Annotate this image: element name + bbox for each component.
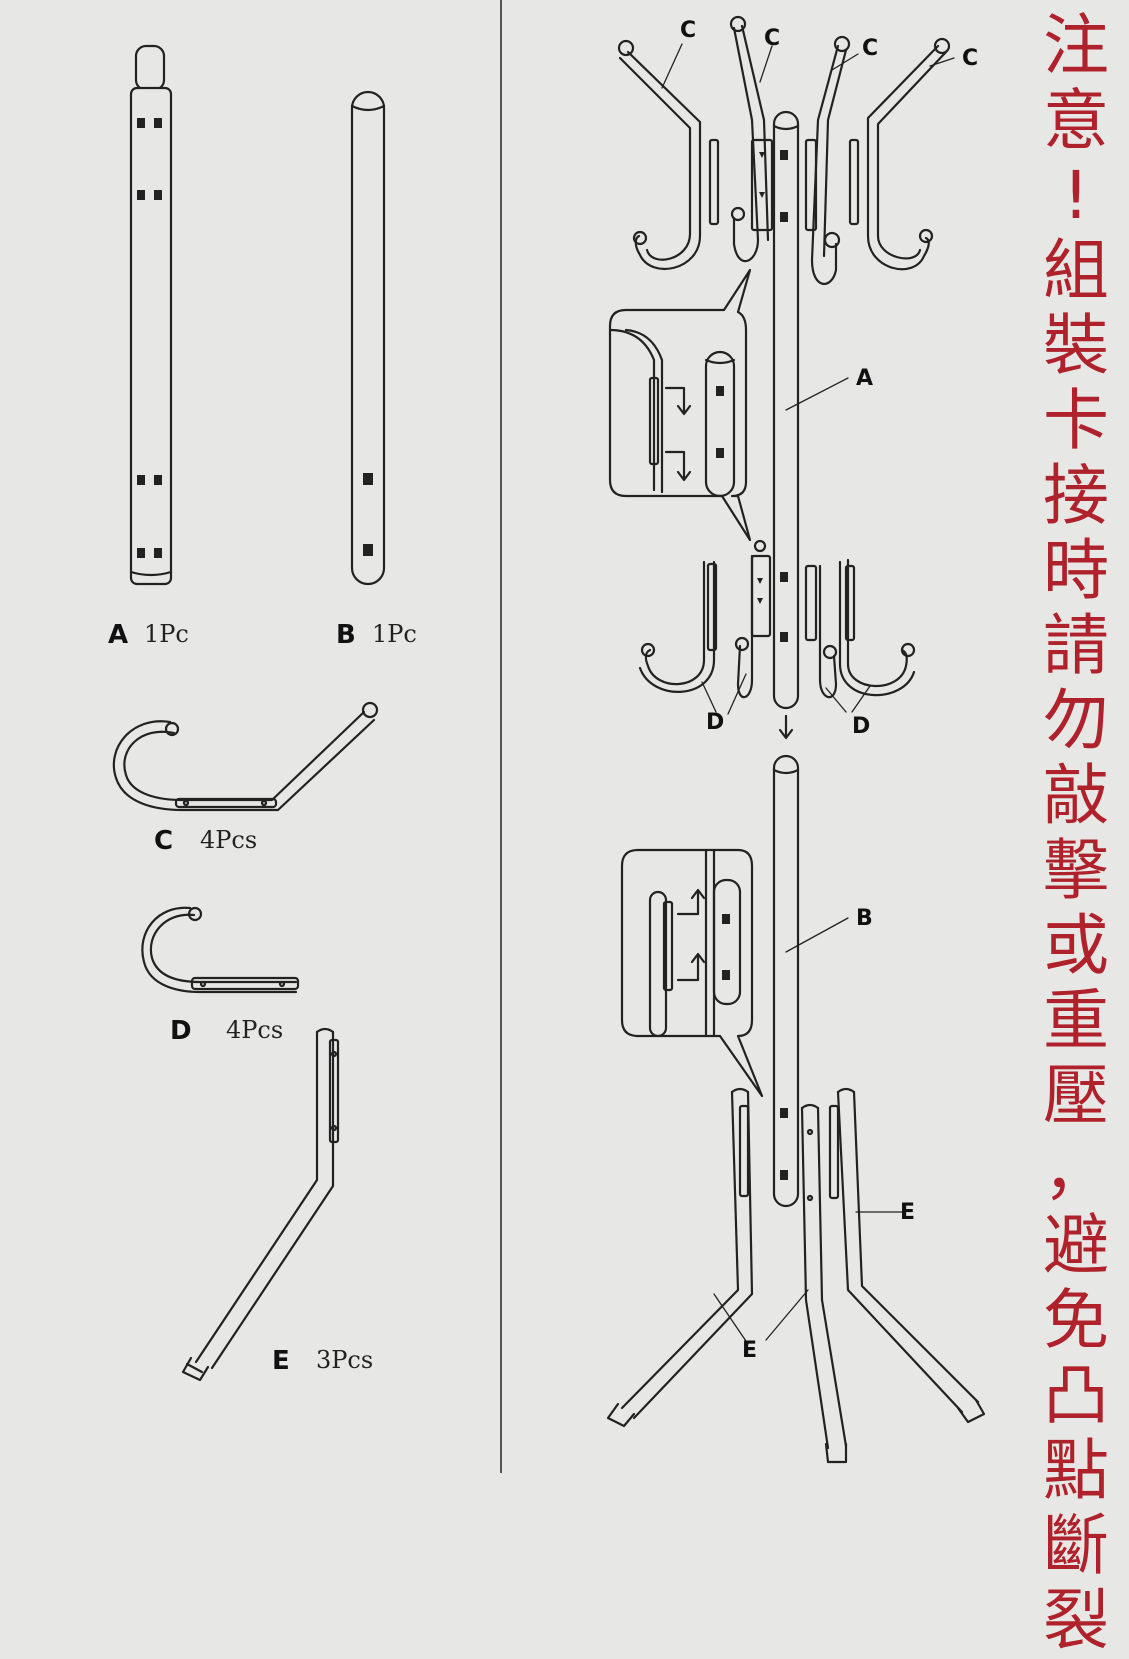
- zoom-detail-lower: [620, 848, 764, 1098]
- part-b-letter: B: [336, 620, 356, 650]
- warning-char: 意: [1043, 82, 1109, 159]
- callout-c-1: C: [680, 18, 697, 43]
- warning-char: 凸: [1043, 1357, 1109, 1434]
- warning-char: 壓: [1043, 1057, 1109, 1134]
- parts-list-drawing: [112, 44, 386, 1382]
- part-b-qty: 1Pc: [372, 620, 417, 648]
- callout-d-1: D: [706, 710, 725, 735]
- warning-char: 組: [1043, 232, 1109, 309]
- part-a-qty: 1Pc: [144, 620, 189, 648]
- warning-char: 裝: [1043, 307, 1109, 384]
- warning-char: 時: [1043, 532, 1109, 609]
- callout-c-4: C: [962, 46, 979, 71]
- warning-char: 卡: [1043, 382, 1109, 459]
- callout-a: A: [856, 366, 874, 391]
- part-e-qty: 3Pcs: [316, 1346, 374, 1374]
- warning-char: 敲: [1043, 757, 1109, 834]
- assembly-instruction-sheet: A 1Pc B 1Pc C 4Pcs D 4Pcs E 3Pcs: [108, 0, 1109, 1658]
- legs-e: [606, 1087, 986, 1464]
- assembly-warning-text: 注意!組裝卡接時請勿敲擊或重壓，避免凸點斷裂: [1028, 8, 1124, 1658]
- callout-c-3: C: [862, 36, 879, 61]
- part-e-leg-drawing: [181, 1027, 340, 1382]
- warning-char: 裂: [1043, 1582, 1109, 1659]
- callout-e-2: E: [742, 1338, 758, 1363]
- part-e-letter: E: [272, 1346, 290, 1376]
- part-c-letter: C: [154, 826, 174, 856]
- callout-c-2: C: [764, 26, 781, 51]
- part-c-double-hook-drawing: [112, 701, 379, 812]
- warning-char: 請: [1043, 607, 1109, 684]
- warning-char: 重: [1043, 982, 1109, 1059]
- callout-e-1: E: [900, 1200, 916, 1225]
- part-a-letter: A: [108, 620, 129, 650]
- warning-char: ，: [1043, 1132, 1109, 1209]
- top-hooks-c: [617, 15, 951, 286]
- callout-d-2: D: [852, 714, 871, 739]
- assembled-pole-b: [772, 754, 800, 1208]
- warning-char: !: [1062, 157, 1090, 234]
- warning-char: 避: [1043, 1207, 1109, 1284]
- part-d-qty: 4Pcs: [226, 1016, 284, 1044]
- part-d-single-hook-drawing: [141, 906, 300, 994]
- assembly-drawing: [606, 15, 986, 1464]
- warning-char: 注: [1043, 7, 1109, 84]
- warning-char: 勿: [1043, 682, 1109, 759]
- part-b-pole-drawing: [350, 90, 386, 586]
- leader-lines: [661, 43, 955, 1345]
- warning-char: 點: [1043, 1432, 1109, 1509]
- zoom-detail-upper: [608, 268, 752, 542]
- column-divider: [500, 0, 502, 1473]
- warning-char: 斷: [1043, 1507, 1109, 1584]
- warning-char: 免: [1043, 1282, 1109, 1359]
- part-a-pole-drawing: [129, 44, 173, 586]
- warning-char: 接: [1043, 457, 1109, 534]
- warning-char: 或: [1043, 907, 1109, 984]
- callout-b: B: [856, 906, 873, 931]
- part-d-letter: D: [170, 1016, 192, 1046]
- warning-char: 擊: [1043, 832, 1109, 909]
- part-c-qty: 4Pcs: [200, 826, 258, 854]
- lower-hooks-d: [638, 539, 916, 740]
